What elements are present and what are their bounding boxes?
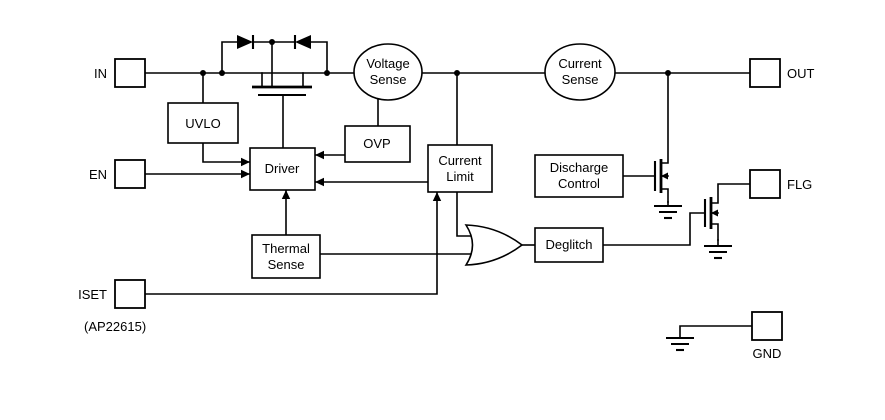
arrow-iset-to-current-limit [432,192,442,201]
ground-symbol-gnd-pin [666,336,694,352]
deglitch-block [534,227,604,263]
arrow-current-limit-to-driver [315,177,324,187]
pin-box-out [749,58,781,88]
part-number-label: (AP22615) [84,319,146,334]
pin-label-in: IN [94,66,107,81]
ground-symbol-flg [704,244,732,260]
arrow-discharge-fet-body [661,172,668,180]
arrow-flg-fet-body [711,209,718,217]
ground-symbol-discharge [654,204,682,220]
pin-label-out: OUT [787,66,815,81]
arrow-uvlo-to-driver [241,157,250,167]
current-limit-label-1: Current [438,153,482,168]
junction-dot [454,70,460,76]
diodes [237,35,311,49]
wire-diode-branch-right [310,41,328,74]
discharge-fet-source [660,188,669,203]
current-sense-block [544,43,616,101]
arrow-en-to-driver [241,169,250,179]
junction-dot [269,39,275,45]
uvlo-label: UVLO [185,116,220,131]
driver-block [249,147,316,191]
thermal-sense-label-2: Sense [268,257,305,272]
wire-diode-branch-left [221,41,238,74]
pin-label-iset: ISET [78,287,107,302]
arrowheads [241,150,718,217]
ovp-label: OVP [363,136,390,151]
uvlo-block [167,102,239,144]
arrow-ovp-to-driver [315,150,324,160]
junction-dots [200,39,671,76]
wire-iset-to-current-limit [144,191,438,295]
junction-dot [324,70,330,76]
junction-dot [200,70,206,76]
deglitch-label: Deglitch [546,237,593,252]
pin-label-flg: FLG [787,177,812,192]
wire-uvlo-to-driver [202,142,251,163]
diode-left [237,35,253,49]
current-limit-label-2: Limit [446,169,474,184]
discharge-control-block [534,154,624,198]
discharge-control-label-2: Control [558,176,600,191]
voltage-sense-label-1: Voltage [366,56,409,71]
ovp-block [344,125,411,163]
wires [144,41,753,352]
current-sense-label-1: Current [558,56,602,71]
pin-box-flg [749,169,781,199]
driver-label: Driver [265,161,300,176]
pin-label-gnd: GND [753,346,782,361]
voltage-sense-label-2: Sense [370,72,407,87]
wire-gnd-pin [679,325,753,339]
discharge-fet-drain [660,72,669,164]
discharge-control-label-1: Discharge [550,160,609,175]
pin-box-gnd [751,311,783,341]
wire-deglitch-to-flg-fet-gate [602,212,706,246]
thermal-sense-label-1: Thermal [262,241,310,256]
pin-box-in [114,58,146,88]
arrow-thermal-to-driver [281,190,291,199]
or-gate [464,224,524,266]
current-sense-label-2: Sense [562,72,599,87]
diode-right [295,35,311,49]
thermal-sense-block [251,234,321,279]
flg-fet-drain [710,183,751,204]
pin-box-iset [114,279,146,309]
flg-fet-source [710,223,719,241]
junction-dot [665,70,671,76]
junction-dot [219,70,225,76]
voltage-sense-block [353,43,423,101]
current-limit-block [427,144,493,193]
pin-label-en: EN [89,167,107,182]
pin-box-en [114,159,146,189]
